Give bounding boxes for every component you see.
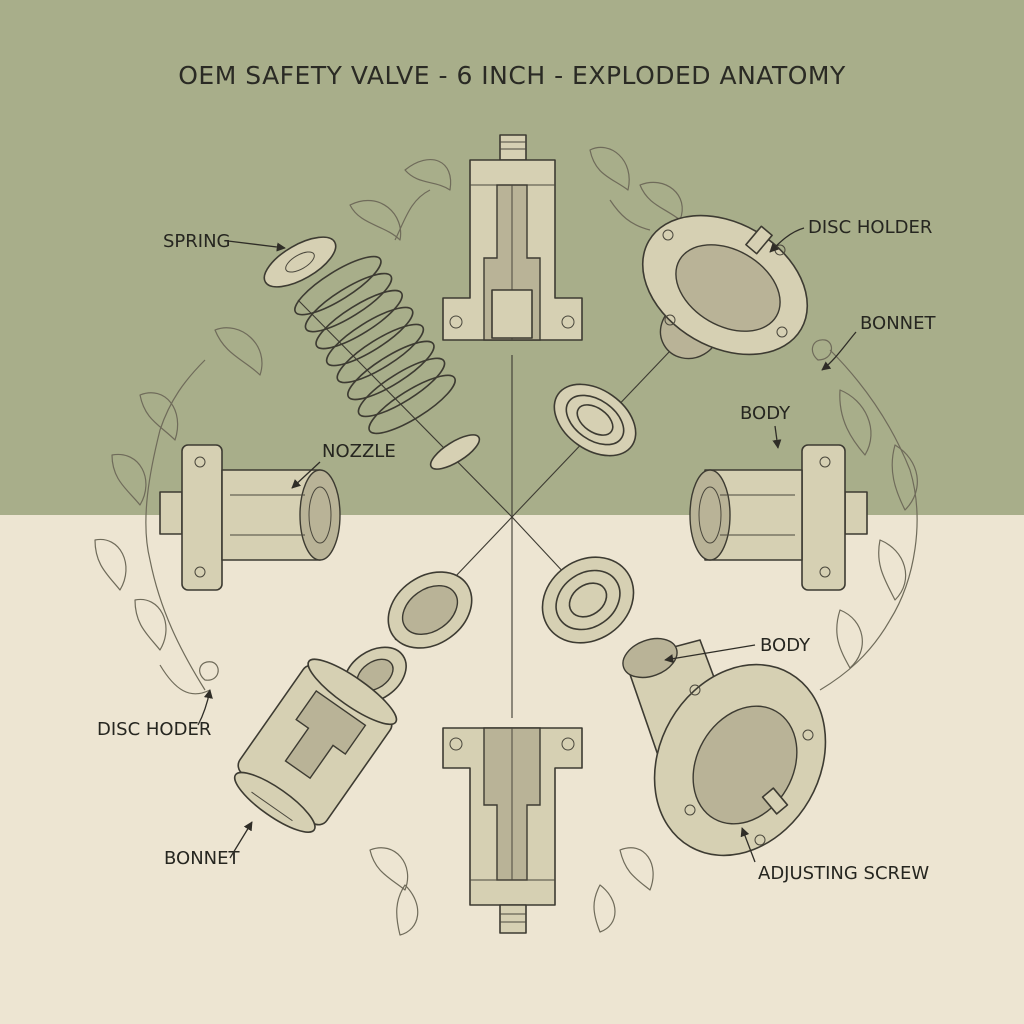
- body-right-part: [689, 444, 868, 591]
- label-adjusting-screw: ADJUSTING SCREW: [758, 863, 929, 884]
- label-bonnet-right: BONNET: [860, 313, 937, 334]
- label-body-right: BODY: [740, 403, 791, 424]
- label-nozzle: NOZZLE: [322, 441, 396, 462]
- body-lower-flange-part: [622, 637, 827, 857]
- label-spring: SPRING: [163, 231, 231, 252]
- label-body-lower: BODY: [760, 635, 811, 656]
- diagram-title: OEM SAFETY VALVE - 6 INCH - EXPLODED ANA…: [178, 61, 846, 90]
- spring-part: [263, 236, 481, 470]
- bonnet-cylinder-part: [233, 658, 398, 833]
- disc-rings-part: [541, 383, 637, 644]
- nozzle-part: [159, 444, 341, 591]
- lower-center-part: [442, 727, 583, 934]
- part-labels: SPRING DISC HOLDER BONNET NOZZLE BODY BO…: [97, 217, 937, 884]
- upper-center-part: [442, 134, 583, 341]
- label-disc-holder: DISC HOLDER: [808, 217, 932, 238]
- disc-holder-flange-part: [641, 214, 809, 360]
- label-bonnet-left: BONNET: [164, 848, 241, 869]
- label-disc-hoder: DISC HODER: [97, 719, 211, 740]
- disc-holder-ring-part: [343, 571, 473, 704]
